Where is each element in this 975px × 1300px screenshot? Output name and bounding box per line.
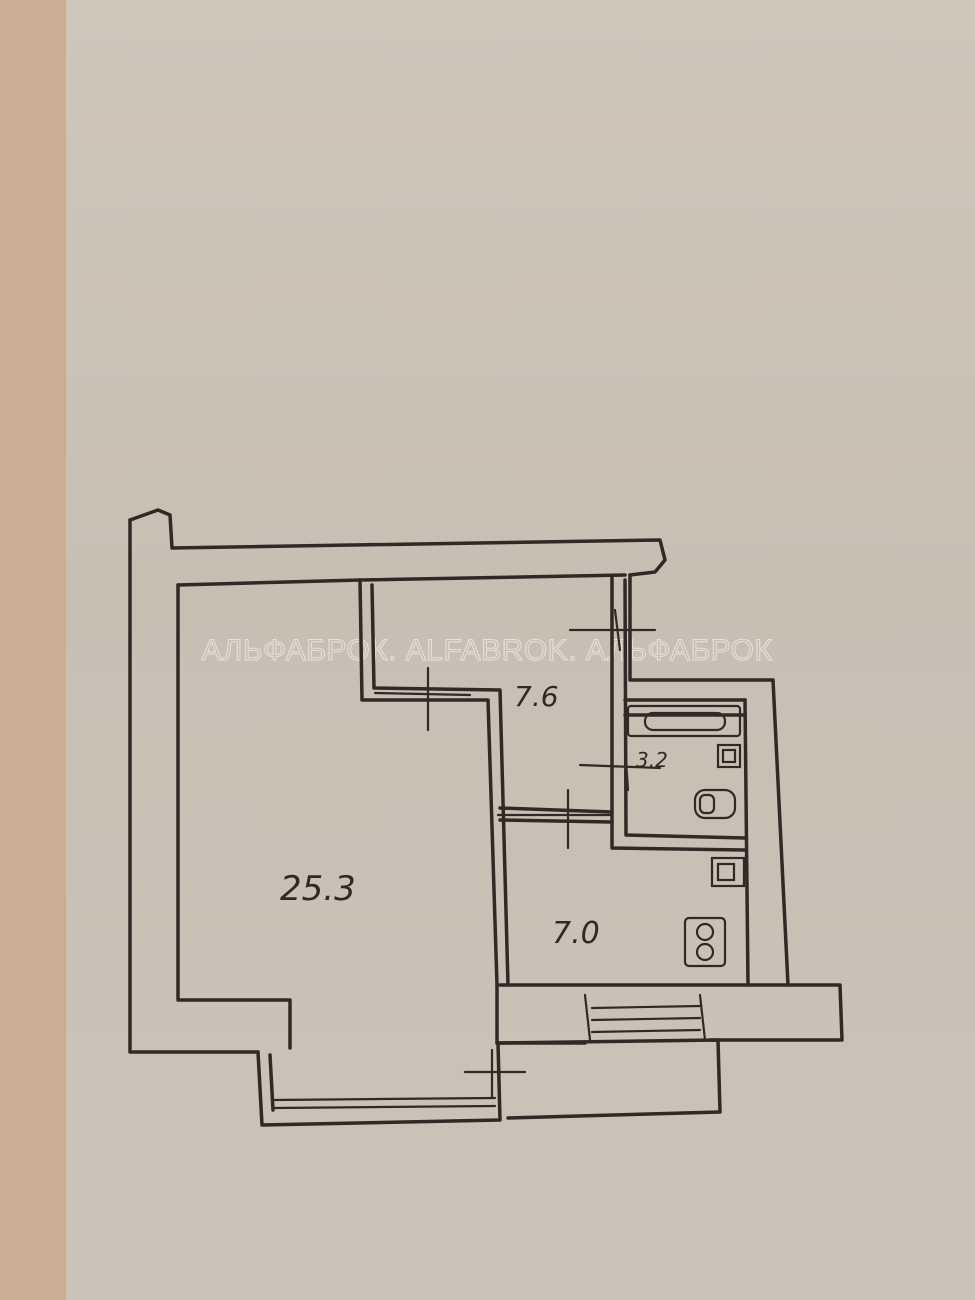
hall-area: 7.6 bbox=[514, 680, 559, 713]
kitchen-sink-icon bbox=[710, 856, 746, 888]
exterior-walls bbox=[128, 508, 844, 1054]
toilet-icon bbox=[693, 788, 737, 820]
stove-icon bbox=[683, 916, 727, 968]
bathroom-area: 3.2 bbox=[636, 748, 668, 772]
paper-sheet bbox=[66, 0, 975, 1300]
living-room-area: 25.3 bbox=[280, 869, 356, 909]
kitchen-area: 7.0 bbox=[552, 916, 600, 951]
watermark-text: АЛЬФАБРОК. ALFABROK. АЛЬФАБРОК bbox=[202, 634, 773, 667]
interior-partitions bbox=[358, 576, 747, 987]
door-marks bbox=[373, 608, 662, 1100]
bathtub-icon bbox=[626, 704, 742, 738]
sink-icon bbox=[716, 743, 742, 769]
balcony-window bbox=[256, 993, 722, 1127]
